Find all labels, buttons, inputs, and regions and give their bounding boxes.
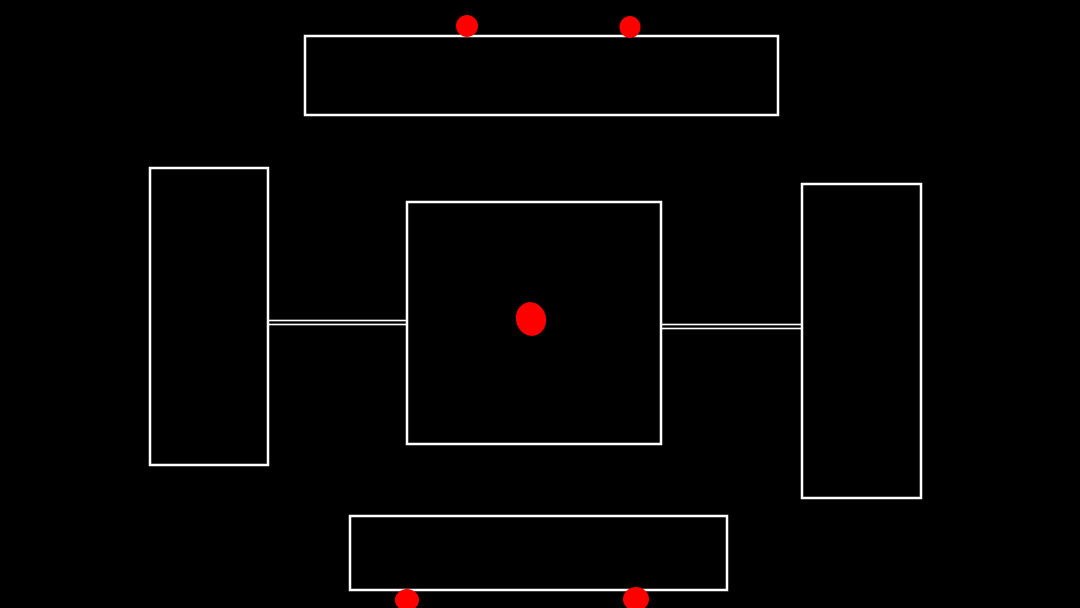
top-block (303, 34, 780, 117)
bottom-block (348, 514, 729, 592)
bottom-marker-1 (395, 589, 419, 608)
center-marker (515, 302, 547, 336)
bottom-marker-2 (623, 587, 649, 608)
top-marker-1 (456, 15, 478, 37)
left-block (148, 166, 270, 467)
left-connector (267, 319, 408, 326)
right-block (800, 182, 923, 500)
top-marker-2 (619, 16, 641, 38)
right-connector (660, 323, 803, 330)
